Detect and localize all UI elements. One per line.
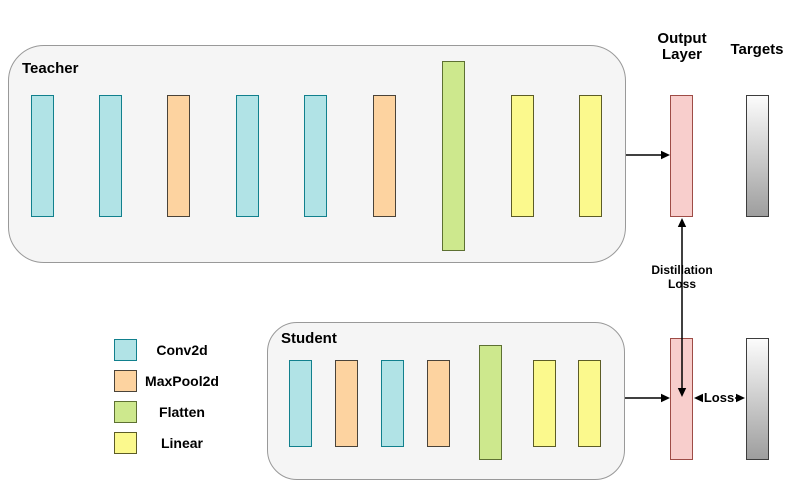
conv2d-legend-label: Conv2d <box>156 342 208 358</box>
student-layer-linear <box>533 360 556 447</box>
student-layer-linear <box>578 360 601 447</box>
teacher-layer-linear <box>511 95 534 217</box>
teacher-to-output-arrowhead <box>661 150 670 160</box>
student-layer-flatten <box>479 345 502 460</box>
legend-item-conv2d: Conv2d <box>114 339 227 361</box>
student-layer-conv2d <box>381 360 404 447</box>
student-layer-maxpool2d <box>427 360 450 447</box>
distillation-loss-label: Distillation Loss <box>651 263 713 291</box>
conv2d-swatch <box>114 339 137 361</box>
student-targets-bar <box>746 338 769 460</box>
teacher-layer-maxpool2d <box>373 95 396 217</box>
distillation-arrowhead-up <box>677 218 687 227</box>
student-layer-maxpool2d <box>335 360 358 447</box>
student-output-layer-bar <box>670 338 693 460</box>
flatten-swatch <box>114 401 137 423</box>
teacher-targets-bar <box>746 95 769 217</box>
student-label: Student <box>281 330 337 347</box>
targets-heading: Targets <box>730 41 784 58</box>
student-to-output-arrowhead <box>661 393 670 403</box>
maxpool2d-swatch <box>114 370 137 392</box>
teacher-layer-conv2d <box>31 95 54 217</box>
student-layer-conv2d <box>289 360 312 447</box>
teacher-layer-linear <box>579 95 602 217</box>
legend-item-flatten: Flatten <box>114 401 227 423</box>
teacher-layer-maxpool2d <box>167 95 190 217</box>
linear-legend-label: Linear <box>160 435 203 451</box>
teacher-label: Teacher <box>22 60 79 77</box>
legend: Conv2d MaxPool2d Flatten Linear <box>114 339 227 463</box>
flatten-legend-label: Flatten <box>159 404 205 420</box>
loss-arrowhead-right <box>736 393 745 403</box>
teacher-layer-conv2d <box>99 95 122 217</box>
teacher-layer-flatten <box>442 61 465 251</box>
loss-arrowhead-left <box>694 393 703 403</box>
maxpool2d-legend-label: MaxPool2d <box>145 373 219 389</box>
legend-item-maxpool2d: MaxPool2d <box>114 370 227 392</box>
loss-label: Loss <box>703 390 735 405</box>
teacher-output-layer-bar <box>670 95 693 217</box>
linear-swatch <box>114 432 137 454</box>
legend-item-linear: Linear <box>114 432 227 454</box>
output-layer-heading: Output Layer <box>657 30 707 63</box>
teacher-layer-conv2d <box>304 95 327 217</box>
teacher-layer-conv2d <box>236 95 259 217</box>
